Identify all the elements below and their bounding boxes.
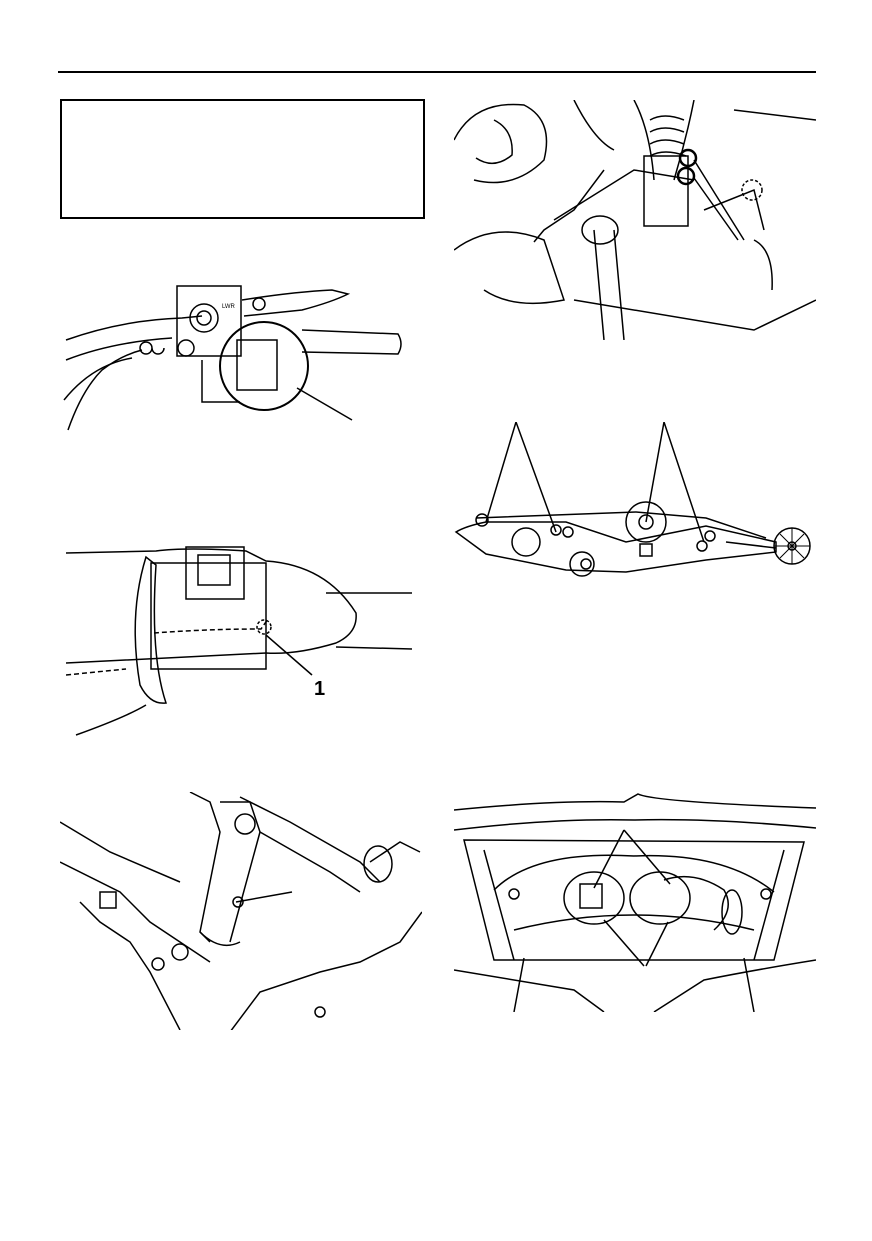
header-rule <box>58 71 816 73</box>
figure-track-suspension <box>446 422 816 582</box>
figure-rear-suspension-top <box>454 100 816 340</box>
lwr-label: LWR <box>222 304 236 310</box>
callout-1: 1 <box>314 678 326 700</box>
figure-handlebar-grip <box>66 535 418 740</box>
figure-brake-lever: LWR <box>62 270 422 440</box>
note-box <box>60 99 425 219</box>
figure-steering-column <box>60 792 422 1030</box>
figure-headlight-housing <box>454 780 816 1012</box>
